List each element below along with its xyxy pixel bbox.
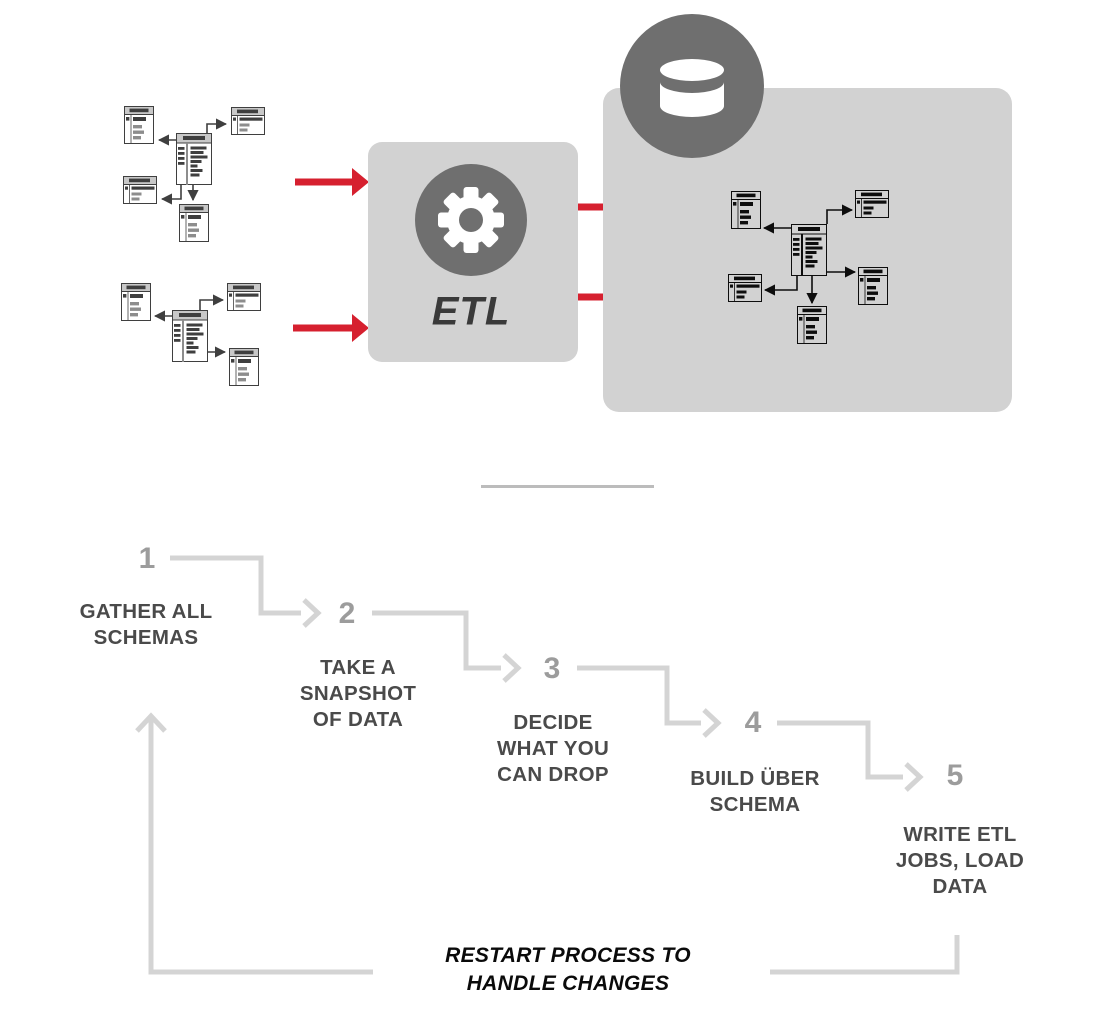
source-schema-cluster-2 (121, 283, 261, 386)
step-1-label: GATHER ALL SCHEMAS (79, 600, 213, 649)
target-database-box (603, 14, 1012, 412)
restart-label: RESTART PROCESS TO HANDLE CHANGES (445, 944, 691, 995)
db-table-icon (855, 190, 889, 218)
db-table-icon (121, 283, 151, 321)
restart-loop-arrowhead (135, 712, 167, 733)
connector-3-4 (577, 665, 701, 726)
step-5-label: WRITE ETL JOBS, LOAD DATA (895, 823, 1025, 898)
connector-4-5-arrowhead (904, 762, 924, 792)
db-table-icon (797, 306, 827, 344)
etl-label: ETL (431, 289, 511, 334)
step-4-label: BUILD ÜBER SCHEMA (690, 767, 820, 816)
restart-loop-right (770, 935, 960, 975)
uber-schema-cluster (728, 190, 889, 344)
relation-arrows (157, 118, 228, 205)
connector-4-5 (777, 720, 903, 780)
section-divider (481, 485, 654, 488)
connector-1-2 (170, 555, 301, 616)
db-table-icon (124, 106, 154, 144)
step-2-number: 2 (338, 597, 356, 630)
db-table-icon (791, 224, 827, 277)
source-schema-cluster-1 (123, 106, 265, 242)
step-3-number: 3 (543, 652, 561, 685)
step-2-label: TAKE A SNAPSHOT OF DATA (299, 656, 417, 731)
extract-arrow-bottom (293, 314, 369, 342)
db-table-icon (172, 310, 208, 363)
db-table-icon (176, 133, 212, 186)
gear-icon (438, 187, 504, 253)
connector-3-4-arrowhead (702, 708, 722, 738)
relation-arrows (153, 294, 227, 358)
step-3-label: DECIDE WHAT YOU CAN DROP (496, 711, 610, 786)
step-connectors (135, 555, 960, 975)
step-1-number: 1 (138, 542, 156, 575)
db-table-icon (227, 283, 261, 311)
step-5-number: 5 (946, 759, 964, 792)
restart-loop-left (148, 716, 373, 975)
db-table-icon (731, 191, 761, 229)
db-table-icon (179, 204, 209, 242)
connector-2-3-arrowhead (502, 653, 522, 683)
database-circle (620, 14, 764, 158)
db-table-icon (229, 348, 259, 386)
step-4-number: 4 (744, 706, 762, 739)
connector-1-2-arrowhead (302, 598, 322, 628)
db-table-icon (231, 107, 265, 135)
etl-box (368, 142, 578, 362)
db-table-icon (728, 274, 762, 302)
database-cylinder-icon (660, 59, 724, 117)
connector-2-3 (372, 610, 501, 671)
db-table-icon (123, 176, 157, 204)
extract-arrow-top (295, 168, 369, 196)
relation-arrows (762, 204, 857, 305)
db-table-icon (858, 267, 888, 305)
